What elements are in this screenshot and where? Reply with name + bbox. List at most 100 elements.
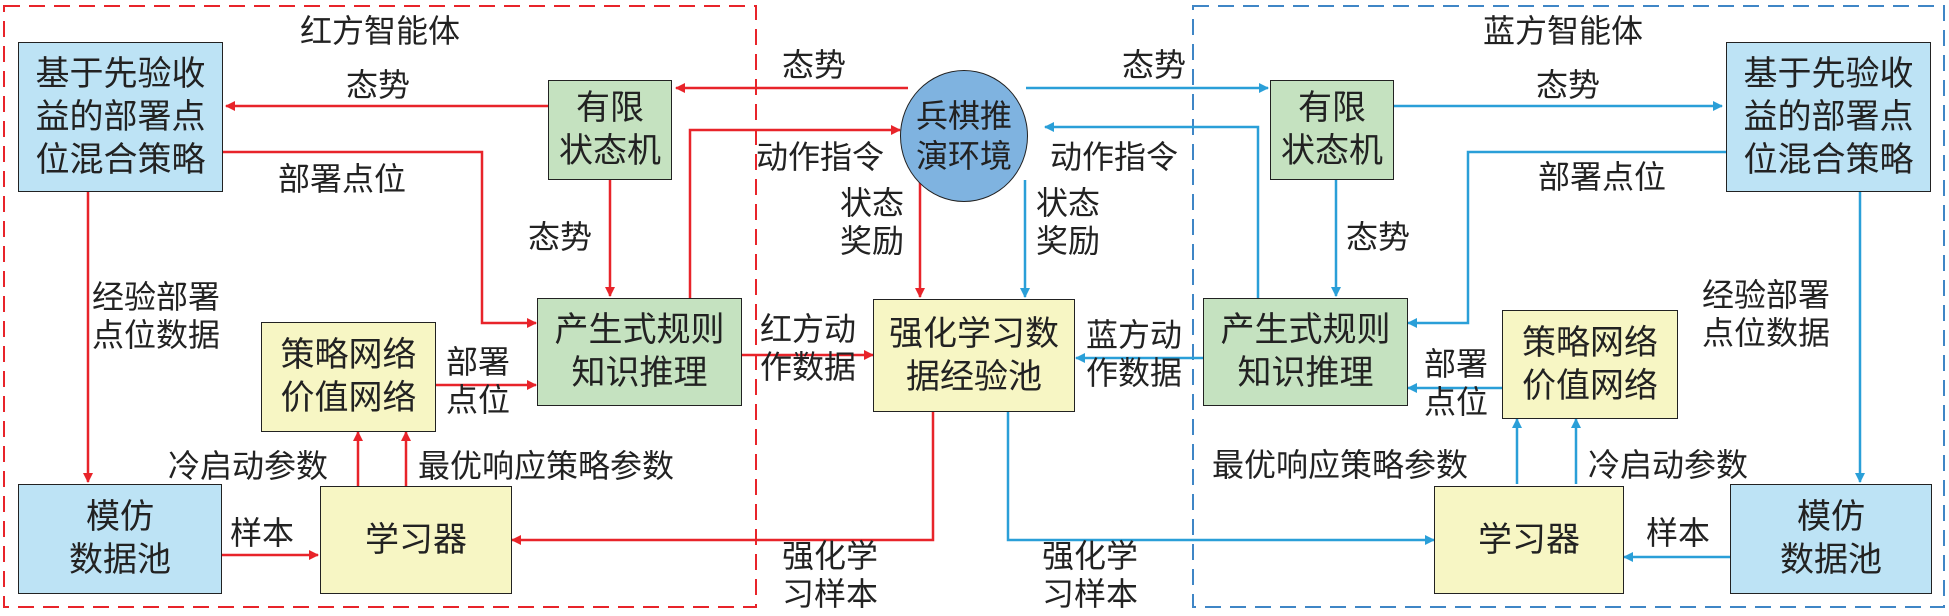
blue-fsm-box: 有限 状态机 <box>1270 80 1394 180</box>
state-left-line: 状态 <box>840 184 905 222</box>
reward-right-line: 奖励 <box>1036 222 1101 260</box>
red-prior-strategy-line1: 基于先验收 <box>35 53 206 94</box>
blue-prior-strategy-line2: 益的部署点 <box>1743 96 1914 137</box>
red-fsm-line2: 状态机 <box>559 131 661 171</box>
blue-label-deploy-point-short: 部署 点位 <box>1424 345 1488 421</box>
center-label-red-action-data: 红方动 作数据 <box>760 310 856 386</box>
center-label-rl-sample-left: 强化学 习样本 <box>782 537 878 613</box>
blue-label-experience-data: 经验部署 点位数据 <box>1702 276 1830 352</box>
red-prior-strategy-line2: 益的部署点 <box>35 96 206 137</box>
center-label-action-right: 动作指令 <box>1050 138 1179 176</box>
red-arrows <box>83 83 935 560</box>
red-label-situation-mid: 态势 <box>528 218 593 256</box>
red-deploy-short-line1: 部署 <box>446 343 511 381</box>
red-label-sample: 样本 <box>230 514 295 552</box>
arrow-red-prior-to-rules <box>223 150 537 328</box>
blue-deploy-short-line2: 点位 <box>1424 383 1489 421</box>
blue-rule-inference-box: 产生式规则 知识推理 <box>1203 298 1408 406</box>
center-label-situation-right: 态势 <box>1122 46 1187 84</box>
environment-line1: 兵棋推 <box>915 97 1012 135</box>
arrow-red-rules-to-env <box>688 125 901 298</box>
blue-arrows <box>1006 83 1865 562</box>
arrow-blue-prior-to-rules <box>1407 150 1726 328</box>
blue-learner-box: 学习器 <box>1434 486 1624 594</box>
blue-agent-title: 蓝方智能体 <box>1483 12 1644 50</box>
red-experience-data-line1: 经验部署 <box>92 278 221 316</box>
arrow-blue-rlpool-to-learner <box>1006 412 1435 545</box>
red-value-net-line: 价值网络 <box>280 378 417 418</box>
blue-rule-inference-line1: 产生式规则 <box>1220 310 1391 350</box>
red-imitation-pool-line1: 模仿 <box>86 497 154 537</box>
environment-line2: 演环境 <box>915 137 1012 175</box>
center-label-rl-sample-right: 强化学 习样本 <box>1042 537 1138 613</box>
red-experience-data-line2: 点位数据 <box>92 316 221 354</box>
red-label-situation-top: 态势 <box>346 66 411 104</box>
blue-learner-label: 学习器 <box>1478 519 1580 560</box>
rl-sample-right-line1: 强化学 <box>1042 537 1139 575</box>
blue-policy-value-net-box: 策略网络 价值网络 <box>1502 310 1678 419</box>
red-policy-value-net-box: 策略网络 价值网络 <box>261 322 436 432</box>
blue-imitation-pool-line2: 数据池 <box>1780 540 1882 580</box>
red-prior-strategy-line3: 位混合策略 <box>35 139 206 180</box>
red-fsm-box: 有限 状态机 <box>548 80 672 180</box>
blue-value-net-line: 价值网络 <box>1522 365 1658 406</box>
red-rule-inference-line1: 产生式规则 <box>554 310 725 350</box>
blue-fsm-line1: 有限 <box>1298 88 1366 128</box>
red-label-best-response: 最优响应策略参数 <box>418 447 675 485</box>
blue-label-situation-mid: 态势 <box>1346 218 1411 256</box>
red-rule-inference-line2: 知识推理 <box>571 353 708 393</box>
blue-prior-strategy-line3: 位混合策略 <box>1743 139 1914 180</box>
red-policy-net-line: 策略网络 <box>280 335 417 375</box>
red-action-data-line2: 作数据 <box>760 348 857 386</box>
red-imitation-pool-box: 模仿 数据池 <box>18 484 222 594</box>
blue-experience-data-line1: 经验部署 <box>1702 276 1831 314</box>
arrow-red-rlpool-to-learner <box>511 412 935 545</box>
red-learner-box: 学习器 <box>320 486 512 594</box>
rl-sample-left-line2: 习样本 <box>782 575 879 613</box>
blue-rule-inference-line2: 知识推理 <box>1237 353 1374 393</box>
center-label-situation-left: 态势 <box>782 46 847 84</box>
red-agent-boundary <box>3 5 757 608</box>
reward-left-line: 奖励 <box>840 222 905 260</box>
red-label-deploy-point-short: 部署 点位 <box>446 343 510 419</box>
blue-fsm-line2: 状态机 <box>1281 131 1383 171</box>
center-label-blue-action-data: 蓝方动 作数据 <box>1086 316 1182 392</box>
red-label-cold-start: 冷启动参数 <box>168 447 329 485</box>
rl-sample-left-line1: 强化学 <box>782 537 879 575</box>
blue-action-data-line1: 蓝方动 <box>1086 316 1183 354</box>
red-rule-inference-box: 产生式规则 知识推理 <box>537 298 742 406</box>
rl-experience-pool-box: 强化学习数 据经验池 <box>873 299 1075 412</box>
blue-label-best-response: 最优响应策略参数 <box>1212 446 1469 484</box>
red-label-experience-data: 经验部署 点位数据 <box>92 278 220 354</box>
center-label-state-reward-right: 状态 奖励 <box>1036 184 1100 260</box>
blue-agent-boundary <box>1192 5 1945 608</box>
wargame-environment-node: 兵棋推 演环境 <box>900 70 1028 202</box>
blue-action-data-line2: 作数据 <box>1086 354 1183 392</box>
blue-label-sample: 样本 <box>1646 514 1711 552</box>
red-action-data-line1: 红方动 <box>760 310 857 348</box>
center-label-action-left: 动作指令 <box>756 138 885 176</box>
rl-pool-line2: 据经验池 <box>906 356 1042 397</box>
red-imitation-pool-line2: 数据池 <box>69 540 171 580</box>
red-deploy-short-line2: 点位 <box>446 381 511 419</box>
red-fsm-line1: 有限 <box>576 88 644 128</box>
blue-policy-net-line: 策略网络 <box>1522 322 1658 363</box>
blue-experience-data-line2: 点位数据 <box>1702 314 1831 352</box>
red-label-deploy-point: 部署点位 <box>278 160 407 198</box>
state-right-line: 状态 <box>1036 184 1101 222</box>
blue-imitation-pool-box: 模仿 数据池 <box>1730 484 1932 594</box>
blue-label-situation-top: 态势 <box>1536 66 1601 104</box>
blue-label-cold-start: 冷启动参数 <box>1588 446 1749 484</box>
blue-prior-strategy-box: 基于先验收 益的部署点 位混合策略 <box>1726 42 1931 192</box>
rl-sample-right-line2: 习样本 <box>1042 575 1139 613</box>
arrow-blue-rules-to-env <box>1044 122 1260 298</box>
blue-prior-strategy-line1: 基于先验收 <box>1743 53 1914 94</box>
rl-pool-line1: 强化学习数 <box>889 313 1059 354</box>
red-learner-label: 学习器 <box>365 519 467 560</box>
blue-imitation-pool-line1: 模仿 <box>1797 497 1865 537</box>
center-label-state-reward-left: 状态 奖励 <box>840 184 904 260</box>
blue-label-deploy-point: 部署点位 <box>1538 158 1667 196</box>
red-agent-title: 红方智能体 <box>300 12 461 50</box>
blue-deploy-short-line1: 部署 <box>1424 345 1489 383</box>
